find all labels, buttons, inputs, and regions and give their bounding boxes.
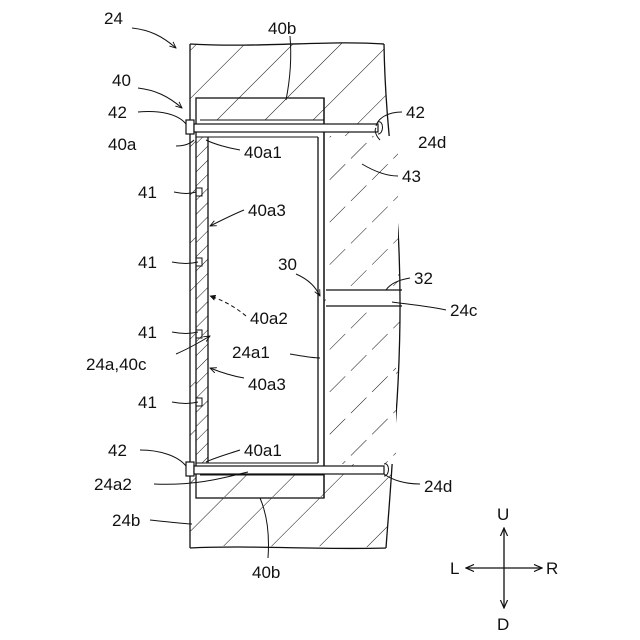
label-40a1-top: 40a1: [244, 143, 282, 162]
label-41-2: 41: [138, 253, 157, 272]
label-40a3-top: 40a3: [248, 201, 286, 220]
label-24d-bottom: 24d: [424, 477, 452, 496]
label-42-top-left: 42: [108, 103, 127, 122]
member-32: [326, 288, 402, 308]
label-40a3-bottom: 40a3: [248, 375, 286, 394]
label-24a2: 24a2: [94, 475, 132, 494]
direction-compass: U D L R: [450, 505, 558, 634]
label-40b-top: 40b: [268, 19, 296, 38]
label-24b: 24b: [112, 511, 140, 530]
compass-up: U: [497, 505, 509, 524]
label-40: 40: [112, 71, 131, 90]
label-32: 32: [414, 269, 433, 288]
label-41-1: 41: [138, 183, 157, 202]
label-40a2: 40a2: [250, 309, 288, 328]
label-24c: 24c: [450, 301, 478, 320]
label-42-bottom-left: 42: [108, 441, 127, 460]
compass-down: D: [497, 615, 509, 634]
compass-left: L: [450, 559, 459, 578]
label-30: 30: [278, 255, 297, 274]
label-24: 24: [104, 9, 123, 28]
label-43: 43: [402, 167, 421, 186]
label-40a1-bottom: 40a1: [244, 441, 282, 460]
compass-right: R: [546, 559, 558, 578]
label-41-3: 41: [138, 323, 157, 342]
label-41-4: 41: [138, 393, 157, 412]
label-40a: 40a: [108, 135, 137, 154]
label-24a1: 24a1: [232, 343, 270, 362]
label-24a-40c: 24a,40c: [86, 355, 147, 374]
label-24d-top: 24d: [418, 133, 446, 152]
label-40b-bottom: 40b: [252, 563, 280, 582]
label-42-top-right: 42: [406, 103, 425, 122]
